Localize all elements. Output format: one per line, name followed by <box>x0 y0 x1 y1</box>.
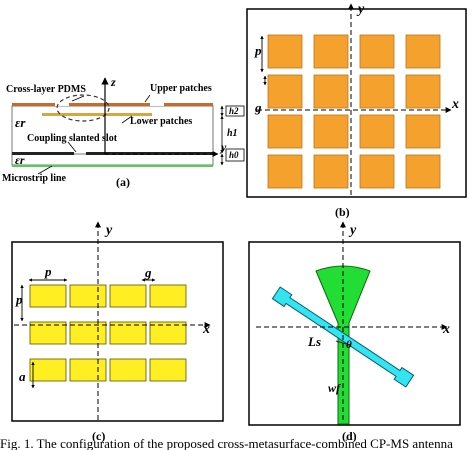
y-label-d: y <box>348 223 357 238</box>
lower-patches-label: Lower patches <box>130 116 192 127</box>
eps-lower-label: εr <box>15 153 25 167</box>
upper-patch <box>359 34 395 69</box>
h2-label: h2 <box>229 106 239 116</box>
figure-caption: Fig. 1. The configuration of the propose… <box>0 437 453 450</box>
p-label-top: p <box>44 264 52 279</box>
leader-pdms <box>71 95 85 102</box>
upper-patch <box>405 114 441 149</box>
leader-upper <box>144 94 151 103</box>
eps-upper-label: εr <box>15 115 26 130</box>
upper-patch <box>267 154 303 189</box>
lower-patch <box>69 358 107 382</box>
y-label-a: y <box>219 140 227 154</box>
lower-patch <box>69 321 107 345</box>
upper-patch <box>359 154 395 189</box>
leader-slot <box>67 141 77 153</box>
upper-patch-grid <box>267 34 441 189</box>
lower-patches <box>42 113 152 116</box>
ls-label: Ls <box>307 334 321 349</box>
microstrip-label: Microstrip line <box>2 173 67 184</box>
panel-c-label: (c) <box>92 429 105 443</box>
substrate-lower <box>11 153 214 166</box>
y-label-b: y <box>356 2 365 17</box>
g-label-c: g <box>144 265 152 280</box>
lower-patch <box>29 321 67 345</box>
a-label: a <box>19 369 26 384</box>
wf-label: wf <box>328 381 341 395</box>
z-label: z <box>110 75 116 89</box>
upper-patch <box>405 34 441 69</box>
p-label-left: p <box>15 292 23 307</box>
panel-a-label: (a) <box>116 175 130 189</box>
upper-patch <box>313 34 349 69</box>
panel-d: y x Ls θ wf (d) <box>248 221 461 443</box>
upper-patches-label: Upper patches <box>150 83 212 94</box>
lower-patch <box>29 284 67 308</box>
panel-a: Cross-layer PDMS Upper patches Lower pat… <box>2 75 245 189</box>
leader-microstrip <box>37 165 53 175</box>
h2-box <box>225 105 245 117</box>
microstrip-line <box>12 165 213 167</box>
slot-label: Coupling slanted slot <box>27 133 118 144</box>
lower-patch <box>149 321 187 345</box>
h1-label: h1 <box>227 128 238 139</box>
patch-gap-2 <box>150 103 164 106</box>
panel-b: p g y x (b) <box>246 2 467 219</box>
upper-patch <box>359 114 395 149</box>
upper-patch <box>267 114 303 149</box>
g-label-b: g <box>254 100 262 115</box>
lower-patch <box>149 284 187 308</box>
panel-c: p p g a y x (c) <box>11 221 224 443</box>
upper-patch <box>405 154 441 189</box>
upper-patch <box>405 74 441 109</box>
upper-patch <box>313 114 349 149</box>
upper-patch <box>267 74 303 109</box>
theta-marker <box>335 340 347 345</box>
h0-label: h0 <box>229 150 239 160</box>
theta-label: θ <box>346 339 352 351</box>
lower-patch <box>109 321 147 345</box>
upper-patches <box>12 103 213 106</box>
patch-gap-1 <box>55 103 69 106</box>
x-label-b: x <box>451 97 459 112</box>
lower-patch <box>109 358 147 382</box>
pdms-highlight <box>56 94 110 122</box>
ground-plane-left <box>12 152 74 155</box>
lower-patch <box>69 284 107 308</box>
leader-lower <box>121 115 133 124</box>
upper-patch <box>267 34 303 69</box>
panel-b-label: (b) <box>335 205 350 219</box>
upper-patch <box>313 74 349 109</box>
lower-patch <box>149 358 187 382</box>
upper-patch <box>313 154 349 189</box>
lower-patch-grid <box>29 284 187 382</box>
h0-box <box>225 148 245 162</box>
x-label-d: x <box>442 322 450 337</box>
x-label-c: x <box>202 322 210 337</box>
y-label-c: y <box>104 223 113 238</box>
panel-d-label: (d) <box>342 429 357 443</box>
cross-layer-label: Cross-layer PDMS <box>6 84 86 95</box>
lower-patch <box>29 358 67 382</box>
p-label-b: p <box>254 43 262 58</box>
upper-patch <box>359 74 395 109</box>
lower-patch <box>109 284 147 308</box>
